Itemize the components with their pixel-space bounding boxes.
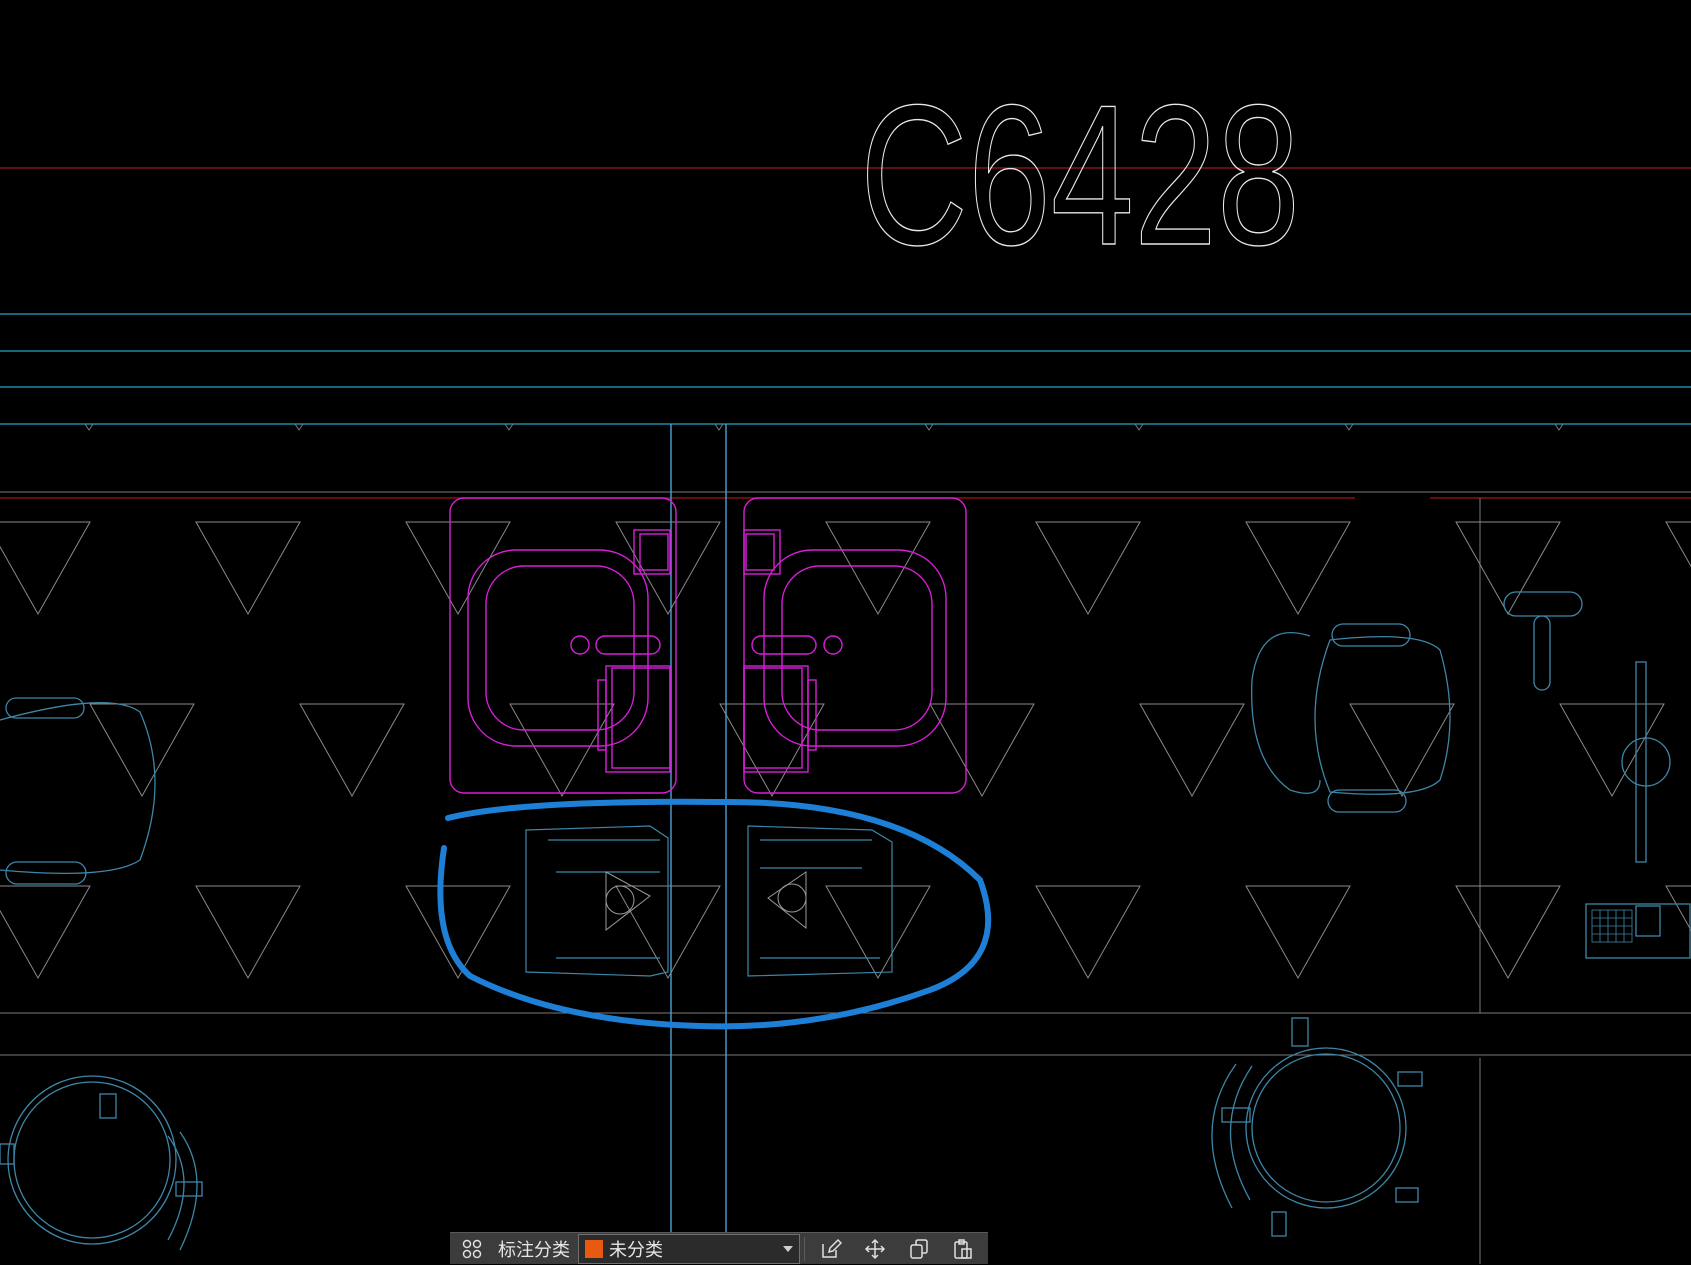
cyan-wall-lines <box>0 313 1691 425</box>
move-icon <box>864 1238 886 1259</box>
ceiling-triangle-pattern <box>0 521 1691 980</box>
ceiling-triangle <box>1245 885 1351 980</box>
ceiling-triangle <box>299 703 405 798</box>
paste-icon <box>954 1238 972 1259</box>
grid-icon <box>462 1239 482 1258</box>
move-button[interactable] <box>853 1233 897 1265</box>
edit-button[interactable] <box>809 1233 853 1265</box>
ceiling-triangle <box>195 885 301 980</box>
category-color-swatch <box>585 1239 603 1258</box>
room-number-label: C6428 <box>860 64 1300 287</box>
ceiling-triangle <box>825 521 931 616</box>
annotation-toolbar: 标注分类 未分类 <box>450 1232 988 1264</box>
ceiling-triangle <box>825 885 931 980</box>
ceiling-triangle <box>405 885 511 980</box>
category-select-value: 未分类 <box>609 1239 663 1261</box>
category-select[interactable]: 未分类 <box>578 1233 800 1264</box>
ceiling-triangle <box>1455 521 1561 616</box>
ceiling-triangle <box>929 703 1035 798</box>
copy-icon <box>910 1238 928 1259</box>
ceiling-triangle <box>1349 703 1455 798</box>
markup-freehand-ellipse[interactable] <box>437 798 992 1030</box>
double-sink-fixture <box>449 497 967 794</box>
edit-icon <box>822 1238 842 1258</box>
toolbar-divider <box>804 1236 805 1261</box>
category-label: 标注分类 <box>498 1239 570 1261</box>
tick-marks <box>84 423 1564 431</box>
ceiling-triangle <box>1559 703 1665 798</box>
ceiling-triangle <box>0 885 91 980</box>
ceiling-triangle <box>195 521 301 616</box>
biohazard-waste-bins <box>525 825 893 977</box>
furniture-outlines <box>0 591 1691 1251</box>
ceiling-triangle <box>509 703 615 798</box>
red-reference-lines <box>0 167 1691 499</box>
ceiling-triangle <box>1245 521 1351 616</box>
grid-button[interactable] <box>450 1233 494 1265</box>
copy-button[interactable] <box>897 1233 941 1265</box>
ceiling-triangle <box>615 521 721 616</box>
ceiling-triangle <box>1455 885 1561 980</box>
ceiling-triangle <box>1035 521 1141 616</box>
ceiling-triangle <box>1035 885 1141 980</box>
paste-button[interactable] <box>941 1233 985 1265</box>
blue-column-lines <box>670 424 727 1264</box>
ceiling-triangle <box>0 521 91 616</box>
ceiling-triangle <box>405 521 511 616</box>
ceiling-triangle <box>719 703 825 798</box>
ceiling-triangle <box>1139 703 1245 798</box>
chevron-down-icon <box>783 1245 793 1252</box>
ceiling-triangle <box>89 703 195 798</box>
